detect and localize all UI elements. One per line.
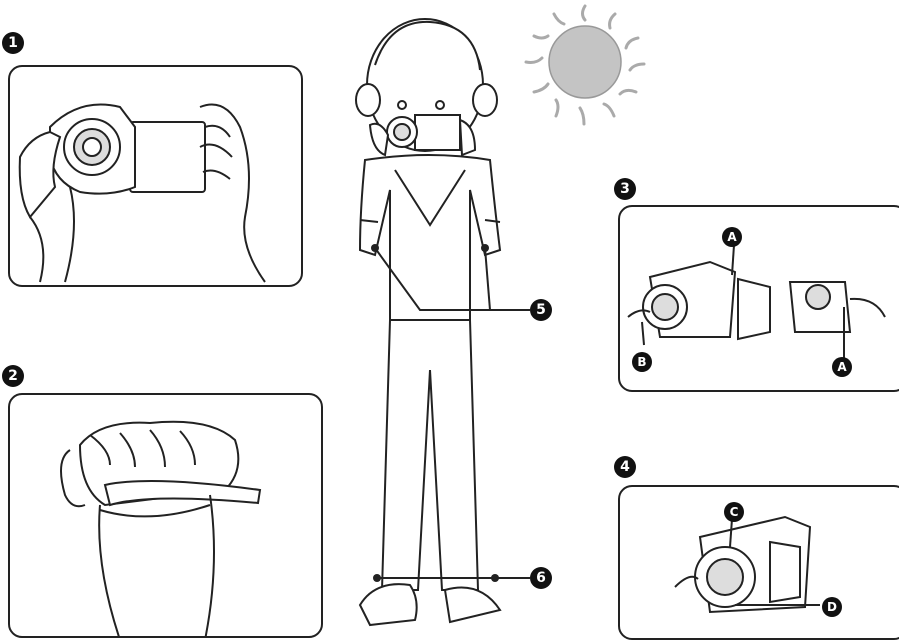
panel-2-illustration: [10, 395, 323, 638]
callout-b: B: [632, 352, 652, 372]
panel-4-illustration: [620, 487, 899, 640]
callout-5-arms: 5: [530, 299, 552, 321]
sun-icon: [520, 0, 650, 130]
callout-a-top: A: [722, 227, 742, 247]
panel-4-camera-front: C D: [618, 485, 899, 640]
panel-4-number: 4: [614, 456, 636, 478]
callout-a-right: A: [832, 357, 852, 377]
panel-3-camera-parts: A B A: [618, 205, 899, 392]
callout-c: C: [724, 502, 744, 522]
panel-1-illustration: [10, 67, 303, 287]
panel-2-hand-strap: [8, 393, 323, 638]
panel-3-illustration: [620, 207, 899, 392]
callout-d: D: [822, 597, 842, 617]
panel-2-number: 2: [2, 365, 24, 387]
panel-1-number: 1: [2, 32, 24, 54]
person-figure: [330, 10, 530, 630]
callout-6-feet: 6: [530, 567, 552, 589]
panel-1-holding-camera: [8, 65, 303, 287]
panel-3-number: 3: [614, 178, 636, 200]
